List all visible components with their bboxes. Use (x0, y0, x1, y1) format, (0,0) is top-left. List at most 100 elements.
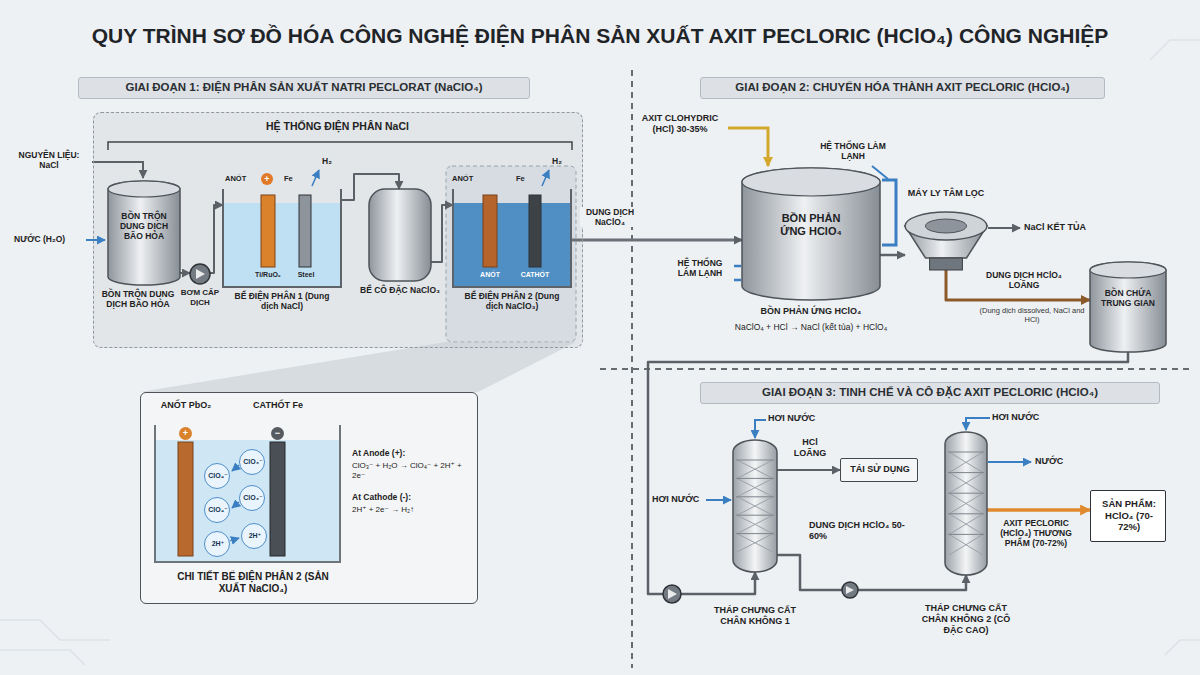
cathode-plate (270, 442, 285, 556)
tank-body (1090, 262, 1166, 352)
ion-circle: 2H⁺ (241, 523, 267, 549)
electrolysis-cell-text: CATHỐT (511, 271, 559, 279)
pipe-connector (987, 508, 1090, 512)
ion-circle: ClO₃⁻ (239, 485, 265, 511)
tank-body (742, 168, 880, 300)
centrifuge-lid (905, 212, 987, 240)
cooling-line (872, 166, 888, 179)
annotation-label: NƯỚC (H₂O) (14, 234, 84, 244)
pump-shape (190, 264, 210, 284)
tray-line (736, 496, 774, 497)
tray-line (948, 534, 984, 535)
stage-header: GIAI ĐOẠN 3: TINH CHẾ VÀ CÔ ĐẶC AXIT PEC… (700, 382, 1160, 404)
stage-header: GIAI ĐOẠN 1: ĐIỆN PHÂN SẢN XUẤT NATRI PE… (78, 77, 530, 99)
polarity-badge: + (261, 173, 273, 185)
circuit-decor (0, 40, 1200, 665)
centrifuge-base (930, 258, 963, 270)
cooling-line (734, 265, 741, 268)
detail-panel-fill (140, 392, 478, 604)
cathode-plate (299, 195, 311, 267)
col-shape (733, 440, 777, 572)
annotation-label: At Cathode (-): (352, 492, 472, 502)
pipe-connector (431, 205, 453, 262)
packing-hatch (949, 534, 983, 555)
packing-hatch (737, 534, 773, 552)
pipe-connector (648, 352, 1128, 594)
annotation-label: 2H⁺ + 2e⁻ → H₂↑ (352, 505, 472, 515)
pump-body (190, 264, 210, 284)
highlight-box (446, 166, 576, 342)
distillation-column-text: THÁP CHƯNG CẤT CHÂN KHÔNG 1 (700, 605, 810, 627)
bracket (108, 142, 572, 150)
cooling-line (882, 180, 896, 245)
ion-arrow (230, 538, 239, 541)
cell-wall (453, 189, 571, 287)
annotation-label: AXIT CLOHYDRIC (HCl) 30-35% (634, 113, 726, 135)
annotation-label: ClO₃⁻ + H₂O → ClO₄⁻ + 2H⁺ + 2e⁻ (352, 461, 476, 480)
recycle-box: TÁI SỬ DỤNG (840, 458, 918, 482)
steam-line (706, 418, 1031, 500)
annotation-label: NƯỚC (1035, 456, 1077, 467)
annotation-label: H₂ (552, 156, 570, 166)
polarity-badge: + (179, 427, 192, 440)
steam-line (755, 420, 766, 438)
packing-hatch (737, 460, 773, 478)
ion-circle-text: ClO₄⁻ (205, 506, 231, 514)
tray-line (948, 513, 984, 514)
pump-symbol (663, 582, 858, 603)
pipe-connector (946, 270, 1090, 300)
annotation-label: At Anode (+): (352, 448, 472, 458)
detail-cell (155, 425, 340, 562)
column-body (733, 440, 777, 572)
ion-arrow (232, 502, 239, 508)
tank-lid (108, 181, 180, 197)
tray-line (948, 493, 984, 494)
buffer-tank: BỒN CHỨA TRUNG GIAN (1090, 262, 1166, 352)
zoom-callout (140, 342, 576, 392)
pipe-connector (210, 205, 223, 273)
packing-hatch (737, 515, 773, 533)
edge-label: DUNG DỊCH HClO₄ LOÃNG (980, 270, 1068, 290)
mixing-tank-text: BỒN TRỘN DUNG DỊCH BÃO HÒA (110, 211, 178, 242)
mixing-tank-text: BỒN TRỘN DUNG DỊCH BÃO HÒA (100, 289, 176, 309)
detail-cell (155, 425, 340, 562)
pipe-connector (880, 254, 905, 257)
tray-line (736, 533, 774, 534)
electrolysis-cell-text: Ti/RuO₂ (245, 271, 291, 279)
col-shape (945, 432, 987, 575)
feed-pump: BƠM CẤP DỊCH (190, 264, 210, 284)
ion-circle-text: 2H⁺ (242, 532, 268, 540)
reactor-tank-text: NaClO₄ + HCl → NaCl (kết tủa) + HClO₄ (687, 322, 935, 332)
tray-line (736, 478, 774, 479)
stage-separator (600, 368, 1192, 370)
steam-line (706, 499, 731, 501)
annotation-label: ANỐT (225, 174, 257, 183)
hcl-pipe (728, 128, 768, 166)
cooling-line (734, 279, 741, 282)
packing-hatch (949, 473, 983, 494)
ion-circle: ClO₃⁻ (239, 449, 265, 475)
ion-circle: ClO₄⁻ (204, 463, 230, 489)
packing-hatch (737, 497, 773, 515)
steam-line (966, 418, 990, 430)
annotation-label: H₂ (322, 156, 340, 166)
pump-symbol (846, 586, 854, 594)
packing-hatch (949, 514, 983, 535)
reactor-tank: BỒN PHẢN ỨNG HClO₄BỒN PHẢN ỨNG HClO₄NaCl… (742, 168, 880, 300)
diagram-title: QUY TRÌNH SƠ ĐỒ HÓA CÔNG NGHỆ ĐIỆN PHÂN … (0, 24, 1200, 48)
circuit-decor (1165, 640, 1200, 655)
cyl-shape (108, 181, 180, 285)
tray-line (948, 452, 984, 453)
stage-header: GIAI ĐOẠN 2: CHUYỂN HÓA THÀNH AXIT PECLO… (700, 77, 1105, 99)
pump-symbol (663, 585, 681, 603)
annotation-label: ANỐT (452, 174, 482, 183)
tray-line (948, 472, 984, 473)
cent-shape (905, 208, 987, 270)
electrolysis-cell-text: ANỐT (465, 271, 515, 279)
annotation-label: HƠI NƯỚC (992, 412, 1052, 423)
steam-line (988, 461, 1031, 463)
precipitate-arrow (988, 227, 1020, 229)
column-body (945, 432, 987, 575)
buffer-tank-text: BỒN CHỨA TRUNG GIAN (1094, 288, 1162, 308)
